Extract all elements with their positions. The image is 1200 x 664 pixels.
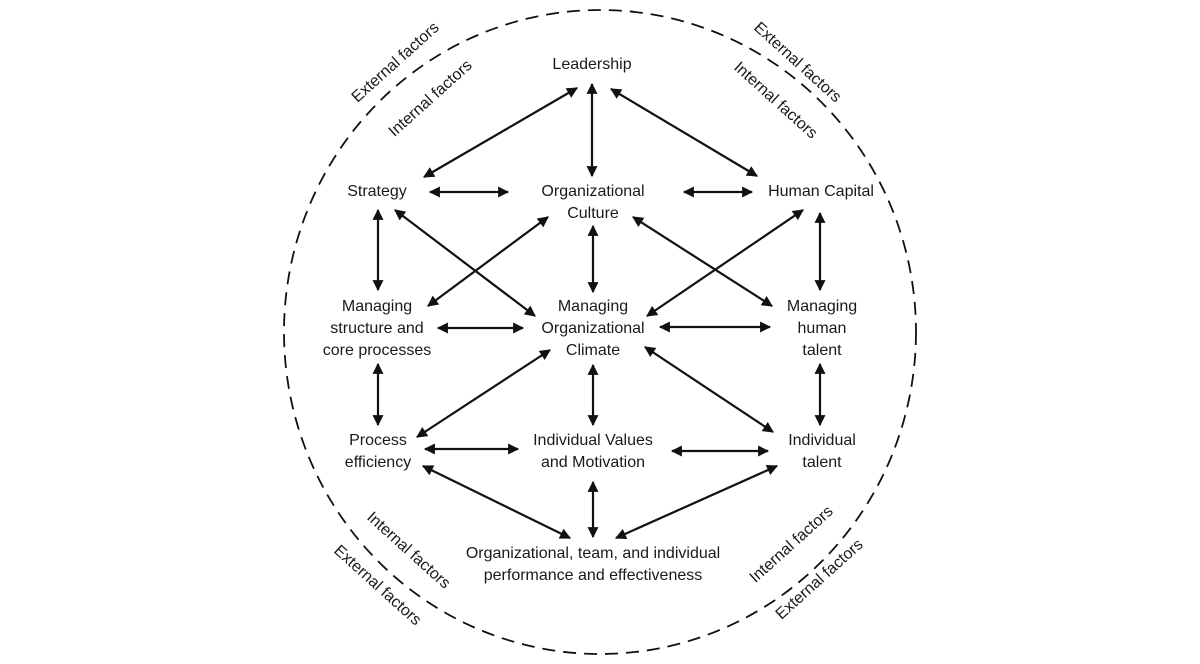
node-human-capital: Human Capital bbox=[768, 183, 874, 200]
node-performance: Organizational, team, and individual per… bbox=[465, 545, 721, 584]
node-managing-climate: Managing Organizational Climate bbox=[541, 298, 645, 359]
node-leadership: Leadership bbox=[552, 56, 632, 73]
edge-human_capital-managing_climate bbox=[646, 209, 804, 317]
edge-organizational_culture-managing_talent bbox=[632, 216, 773, 307]
node-managing-talent: Managing human talent bbox=[786, 298, 858, 359]
node-organizational-culture: Organizational Culture bbox=[541, 183, 645, 222]
edge-managing_climate-individual_talent bbox=[644, 346, 774, 433]
node-process-efficiency: Process efficiency bbox=[344, 432, 412, 471]
edge-leadership-human_capital bbox=[610, 88, 758, 177]
node-managing-structure: Managing structure and core processes bbox=[322, 298, 432, 359]
node-individual-values: Individual Values and Motivation bbox=[533, 432, 653, 471]
edge-leadership-strategy bbox=[423, 87, 578, 178]
node-individual-talent: Individual talent bbox=[788, 432, 856, 471]
node-strategy: Strategy bbox=[347, 183, 407, 200]
edge-managing_climate-process_efficiency bbox=[416, 349, 551, 438]
edge-individual_talent-performance bbox=[614, 464, 779, 540]
boundary-dashed-circle bbox=[283, 9, 917, 655]
edge-process_efficiency-performance bbox=[422, 465, 571, 539]
edge-organizational_culture-managing_structure bbox=[427, 216, 549, 307]
